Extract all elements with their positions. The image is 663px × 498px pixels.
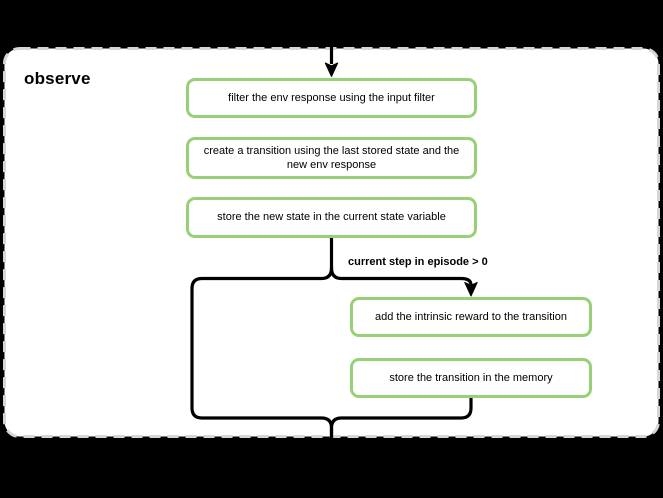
- edge-bypass-left: [190, 266, 334, 449]
- arrow-down-icon: [464, 282, 478, 297]
- edge-branch-right: [329, 266, 473, 287]
- node-store-transition-memory: store the transition in the memory: [350, 358, 592, 398]
- node-label: create a transition using the last store…: [203, 144, 460, 171]
- node-filter-env-response: filter the env response using the input …: [186, 78, 477, 118]
- edge-return-right: [329, 395, 473, 449]
- node-label: store the transition in the memory: [389, 371, 553, 384]
- node-label: filter the env response using the input …: [228, 91, 435, 104]
- node-create-transition: create a transition using the last store…: [186, 137, 477, 179]
- node-add-intrinsic-reward: add the intrinsic reward to the transiti…: [350, 297, 592, 337]
- node-label: store the new state in the current state…: [217, 211, 446, 224]
- arrow-down-icon: [324, 62, 339, 77]
- node-label: add the intrinsic reward to the transiti…: [375, 310, 567, 323]
- branch-condition-label: current step in episode > 0: [348, 256, 488, 268]
- group-title: observe: [24, 69, 91, 88]
- node-store-current-state: store the new state in the current state…: [186, 197, 477, 238]
